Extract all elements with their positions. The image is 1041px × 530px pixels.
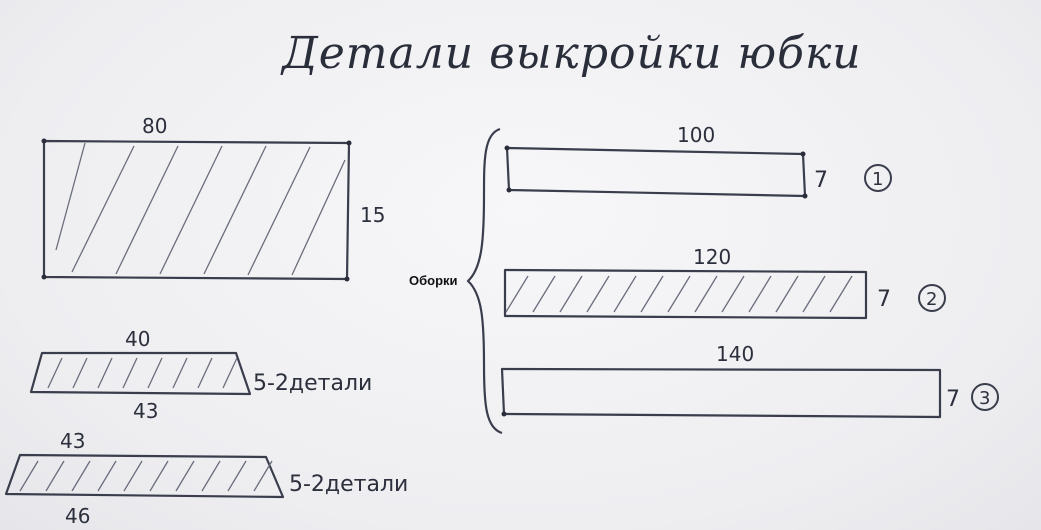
waistband-upper-top-label: 40 (125, 327, 150, 351)
hatch-line (147, 357, 163, 389)
ruffle-2-height-label: 7 (877, 287, 891, 312)
hatch-line (227, 460, 247, 492)
ruffle-2-length-label: 120 (693, 245, 731, 269)
hatch-line (694, 275, 718, 313)
yoke-height-label: 15 (360, 203, 385, 227)
hatch-line (203, 145, 267, 275)
ruffle-1-number: 1 (872, 169, 883, 190)
ruffle-3-length-label: 140 (716, 342, 754, 366)
yoke-corner-dot (41, 138, 47, 144)
waistband-lower-top-label: 43 (60, 429, 85, 453)
yoke-piece: 80 15 (41, 114, 385, 282)
hatch-line (532, 275, 556, 313)
ruffle-3-corner-dot (501, 411, 507, 417)
ruffle-3-height-label: 7 (946, 387, 960, 412)
hatch-line (172, 357, 188, 389)
hatch-line (122, 357, 138, 389)
ruffle-3-number: 3 (979, 388, 990, 409)
ruffle-2-hatching (505, 275, 853, 313)
hatch-line (721, 275, 745, 313)
waistband-upper-outline (29, 351, 252, 396)
yoke-width-label: 80 (142, 114, 167, 138)
ruffle-1-length-label: 100 (677, 123, 715, 147)
hatch-line (253, 460, 273, 492)
hatch-line (613, 275, 637, 313)
hatch-line (247, 146, 311, 276)
hatch-line (97, 460, 117, 492)
hatch-line (748, 275, 772, 313)
hatch-line (802, 275, 826, 313)
hatch-line (71, 460, 91, 492)
ruffle-1-number-circle (864, 164, 892, 192)
waistband-upper-hatching (47, 357, 238, 389)
hatch-line (97, 357, 113, 389)
waistband-lower-outline (4, 453, 285, 499)
waistband-lower-bottom-label: 46 (65, 504, 90, 528)
hatch-line (291, 159, 346, 276)
hatch-line (222, 357, 238, 389)
hatch-line (829, 275, 853, 313)
ruffle-1: 100 7 1 (504, 123, 892, 199)
hatch-line (505, 275, 529, 313)
ruffle-2-outline (503, 268, 868, 320)
yoke-corner-dot (346, 140, 352, 146)
yoke-corner-dot (41, 274, 47, 280)
hatch-line (586, 275, 610, 313)
yoke-hatching (55, 142, 346, 276)
hatch-line (667, 275, 691, 313)
ruffle-1-corner-dot (506, 187, 512, 193)
hatch-line (159, 145, 223, 275)
waistband-lower-piece: 43 46 5-2детали (4, 429, 408, 528)
ruffle-1-corner-dot (800, 151, 806, 157)
hatch-line (55, 142, 86, 251)
hatch-line (71, 145, 135, 273)
hatch-line (559, 275, 583, 313)
waistband-lower-note: 5-2детали (289, 472, 408, 497)
yoke-corner-dot (344, 276, 350, 282)
hatch-line (775, 275, 799, 313)
hatch-line (640, 275, 664, 313)
ruffle-3: 140 7 3 (500, 342, 999, 419)
hatch-line (19, 460, 39, 492)
hatch-line (175, 460, 195, 492)
ruffle-2-number-circle (918, 284, 946, 312)
hatch-line (149, 460, 169, 492)
hatch-line (115, 145, 179, 275)
hatch-line (197, 357, 213, 389)
ruffle-1-height-label: 7 (814, 168, 828, 193)
ruffle-1-outline (505, 146, 807, 198)
hatch-line (201, 460, 221, 492)
waistband-upper-note: 5-2детали (253, 371, 372, 396)
hatch-line (123, 460, 143, 492)
ruffle-2-number: 2 (926, 289, 937, 310)
ruffle-1-corner-dot (504, 145, 510, 151)
ruffle-3-outline (500, 367, 942, 419)
page-title: Детали выкройки юбки (280, 28, 862, 79)
waistband-lower-hatching (19, 460, 273, 492)
ruffle-3-number-circle (971, 383, 999, 411)
ruffle-1-corner-dot (802, 193, 808, 199)
hatch-line (45, 460, 65, 492)
hatch-line (47, 357, 63, 389)
ruffles-brace (466, 127, 503, 435)
waistband-upper-piece: 40 43 5-2детали (29, 327, 372, 423)
ruffle-2: 120 7 2 (503, 245, 946, 320)
hatch-line (72, 357, 88, 389)
waistband-upper-bottom-label: 43 (133, 399, 158, 423)
ruffles-group-label: Оборки (409, 273, 458, 288)
